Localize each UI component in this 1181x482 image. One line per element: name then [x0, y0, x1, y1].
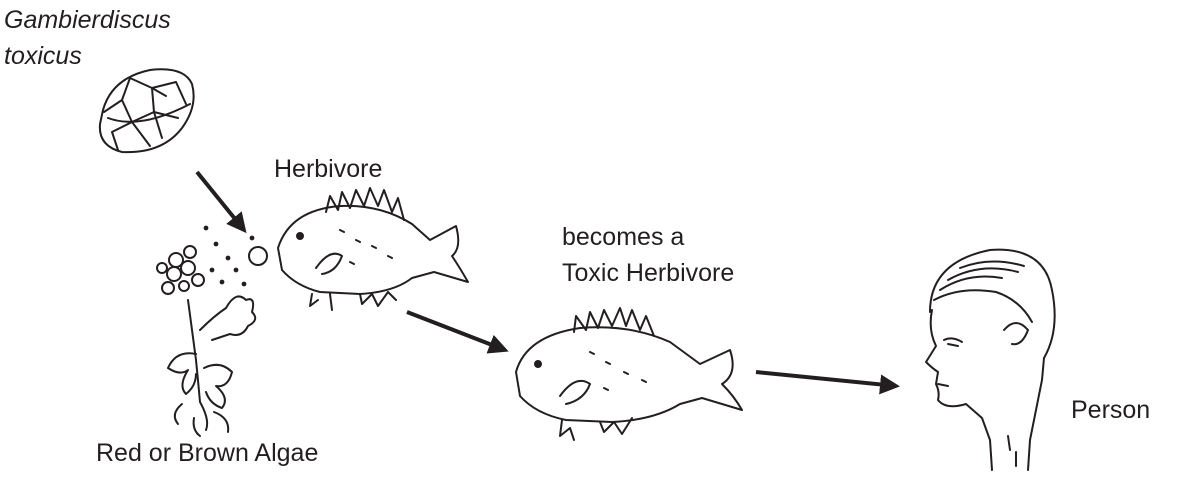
herbivore-fish-icon [278, 188, 468, 310]
arrow-herbivore-to-toxic-herbivore [407, 312, 505, 350]
algae-plant-icon [157, 227, 267, 436]
arrow-toxic-herbivore-to-person [756, 372, 896, 386]
dinoflagellate-icon [100, 69, 194, 152]
toxic-herbivore-fish-icon [516, 308, 742, 440]
arrow-organism-to-algae [197, 172, 244, 230]
person-head-icon [926, 250, 1055, 470]
